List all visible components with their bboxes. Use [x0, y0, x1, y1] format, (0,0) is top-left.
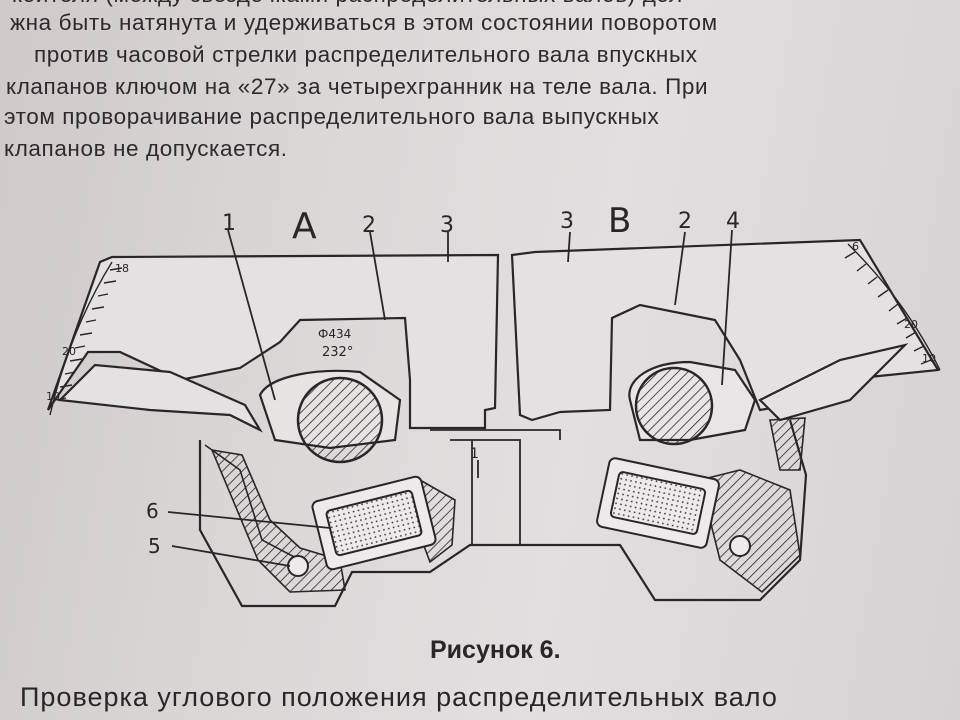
camshaft-diagram: А В 1 2 3 3 2 4 6 5 1 Ф434 232° 18 20 10…: [46, 201, 941, 608]
scale-label: 10: [46, 390, 60, 403]
text-line: против часовой стрелки распределительног…: [34, 42, 698, 67]
camshaft-b: [634, 366, 714, 446]
text-line: клапанов ключом на «27» за четырехгранни…: [6, 74, 709, 99]
angle-scale-left: [49, 261, 123, 416]
stamp-text: Ф434: [318, 327, 351, 341]
text-line: коителя (между звездочками распределител…: [12, 0, 691, 8]
callout-4: 4: [726, 209, 740, 234]
stamp-text: 232°: [322, 345, 353, 360]
callout-3: 3: [440, 213, 454, 238]
valve-tappets: [287, 457, 751, 577]
text-line: жна быть натянута и удерживаться в этом …: [10, 10, 718, 35]
callout-2: 2: [362, 213, 376, 238]
scale-label: 18: [115, 262, 129, 275]
text-line: этом проворачивание распределительного в…: [4, 104, 660, 129]
view-b-label: В: [608, 201, 631, 241]
callout-5: 5: [148, 534, 161, 558]
scale-label: 20: [904, 318, 918, 331]
figure-caption: Рисунок 6.: [430, 636, 561, 664]
callout-1-center: 1: [470, 446, 479, 462]
angle-scale-right: [844, 243, 941, 371]
callout-3: 3: [560, 209, 574, 234]
scale-label: 10: [922, 352, 936, 365]
scale-label: 20: [62, 345, 76, 358]
callout-1: 1: [222, 211, 236, 236]
callout-6: 6: [146, 499, 159, 523]
view-a-label: А: [292, 206, 317, 247]
figure-subcaption: Проверка углового положения распределите…: [20, 682, 778, 712]
scale-label: 6: [852, 240, 859, 253]
callout-2: 2: [678, 209, 692, 234]
camshaft-a: [296, 376, 384, 464]
text-line: клапанов не допускается.: [4, 136, 288, 161]
leader-lines: [167, 229, 733, 567]
template-a: [46, 253, 500, 450]
